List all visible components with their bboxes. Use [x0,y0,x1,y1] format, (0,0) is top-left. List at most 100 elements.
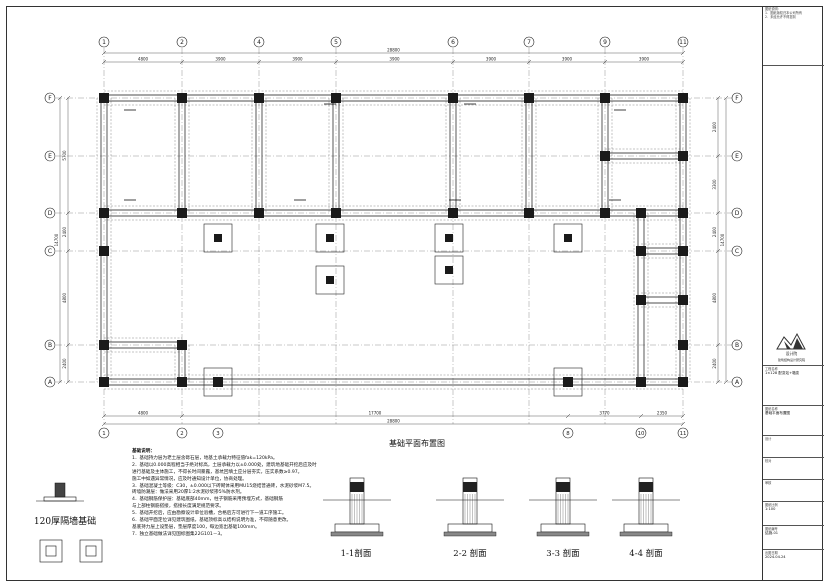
section-cushion [536,531,590,537]
dimension-tick [680,50,686,56]
dimension-label: 4800 [62,292,67,303]
dimension-tick [715,95,721,101]
grid-bubble-label: B [735,342,739,349]
dimension-tick [715,342,721,348]
tb-sheet-value: 基础平面布置图 [765,411,791,415]
grid-bubble-bottom [677,427,689,439]
grid-bubble-right [731,376,743,388]
grid-bubble-bottom [212,427,224,439]
column [331,93,341,103]
wall-base-wall [54,482,66,498]
column [177,208,187,218]
column [99,377,109,387]
notes-line: 6．基础平面定位详见建筑图纸，基础顶标高以结构说明为准，不得随意更改。 [132,518,292,524]
grid-bubble-right [731,92,743,104]
grid-bubble-right [731,150,743,162]
section-beam [639,482,653,492]
dimension-label: 2350 [657,411,668,416]
column [600,93,610,103]
dimension-label: 4800 [712,292,717,303]
dimension-label: 2400 [712,226,717,237]
dimension-tick [65,342,71,348]
dimension-label: 4800 [138,411,149,416]
footing-pedestal [214,234,222,242]
dimension-tick [565,413,571,419]
column [99,208,109,218]
dimension-label: 3300 [712,179,717,190]
footing-pedestal [564,234,572,242]
tb-check-label: 校对 [765,459,772,463]
dimension-label: 28800 [387,419,400,424]
tb-number-label: 图纸编号 [765,527,778,531]
dimension-tick [65,95,71,101]
grid-bubble-right [731,339,743,351]
dimension-label: 17700 [369,411,382,416]
title-block: 图纸说明： 1．图纸版权归本公司所有 2．未经允许不得复制 设计院 建筑结构设计… [762,6,824,581]
dimension-label: 28800 [387,48,400,53]
column [678,151,688,161]
grid-bubble-top [523,36,535,48]
dimension-tick [65,379,71,385]
dimension-tick [723,379,729,385]
wall-base-footing [43,496,77,502]
company-logo [776,332,806,350]
dimension-tick [715,210,721,216]
column [636,377,646,387]
grid-bubble-label: 8 [566,431,570,437]
dimension-tick [101,421,107,427]
section-title-1: 1-1剖面 [340,549,372,559]
notes-line: 2．基础以0.000高程相当于绝对标高，土层承载力以±0.000处，建筑地基础开… [132,462,317,468]
tb-number: 图纸编号 结施-01 [763,526,824,550]
grid-bubble-label: 3 [216,431,219,437]
dimension-tick [256,59,262,65]
notes-line: 4．基础钢筋保护层：基础底部40mm，柱子钢筋采用预埋方式，基础钢筋 [132,497,283,503]
detail-box-inner [45,545,57,557]
section-title-2: 2-2 剖面 [453,549,487,559]
tb-date-value: 2024.04.24 [765,555,786,559]
grid-bubble-label: 1 [102,431,105,437]
column [99,340,109,350]
section-beam [463,482,477,492]
grid-bubble-label: 2 [180,39,184,46]
dimension-label: 3770 [599,411,610,416]
section-cushion [443,531,497,537]
dimension-tick [638,413,644,419]
isolated-footing [203,367,233,397]
grid-bubble-label: 4 [257,39,261,46]
dimension-tick [450,59,456,65]
dimension-label: 14700 [54,233,59,246]
section-title-4: 4-4 剖面 [629,549,663,559]
dimension-tick [179,413,185,419]
isolated-footing [434,255,464,285]
grid-bubble-label: C [735,248,739,255]
grid-bubble-label: 9 [603,39,607,46]
dimension-tick [715,379,721,385]
tb-project-value: 1×128 配变站+箱变 [765,371,800,375]
grid-bubble-bottom [562,427,574,439]
isolated-footing [553,367,583,397]
notes-heading: 基础说明： [132,449,155,454]
grid-bubble-label: C [48,248,52,255]
tb-project: 工程名称 1×128 配变站+箱变 [763,366,824,406]
dimension-tick [179,59,185,65]
company-name: 设计院 [785,351,798,356]
grid-bubble-top [447,36,459,48]
column [678,208,688,218]
tb-row-2: 2．未经允许不得复制 [765,15,796,19]
grid-bubble-label: F [48,95,52,102]
footing-pedestal [564,378,572,386]
dimension-tick [715,248,721,254]
footing-pedestal [326,276,334,284]
grid-bubble-top [253,36,265,48]
section-cushion [619,531,673,537]
section-footing [334,523,380,533]
column [448,208,458,218]
column [524,208,534,218]
detail-box [39,539,63,563]
grid-bubble-label: 11 [680,431,687,437]
dimension-tick [65,210,71,216]
grid-bubble-label: 6 [451,39,455,46]
dimension-tick [723,95,729,101]
tb-design: 设计 [763,436,824,458]
